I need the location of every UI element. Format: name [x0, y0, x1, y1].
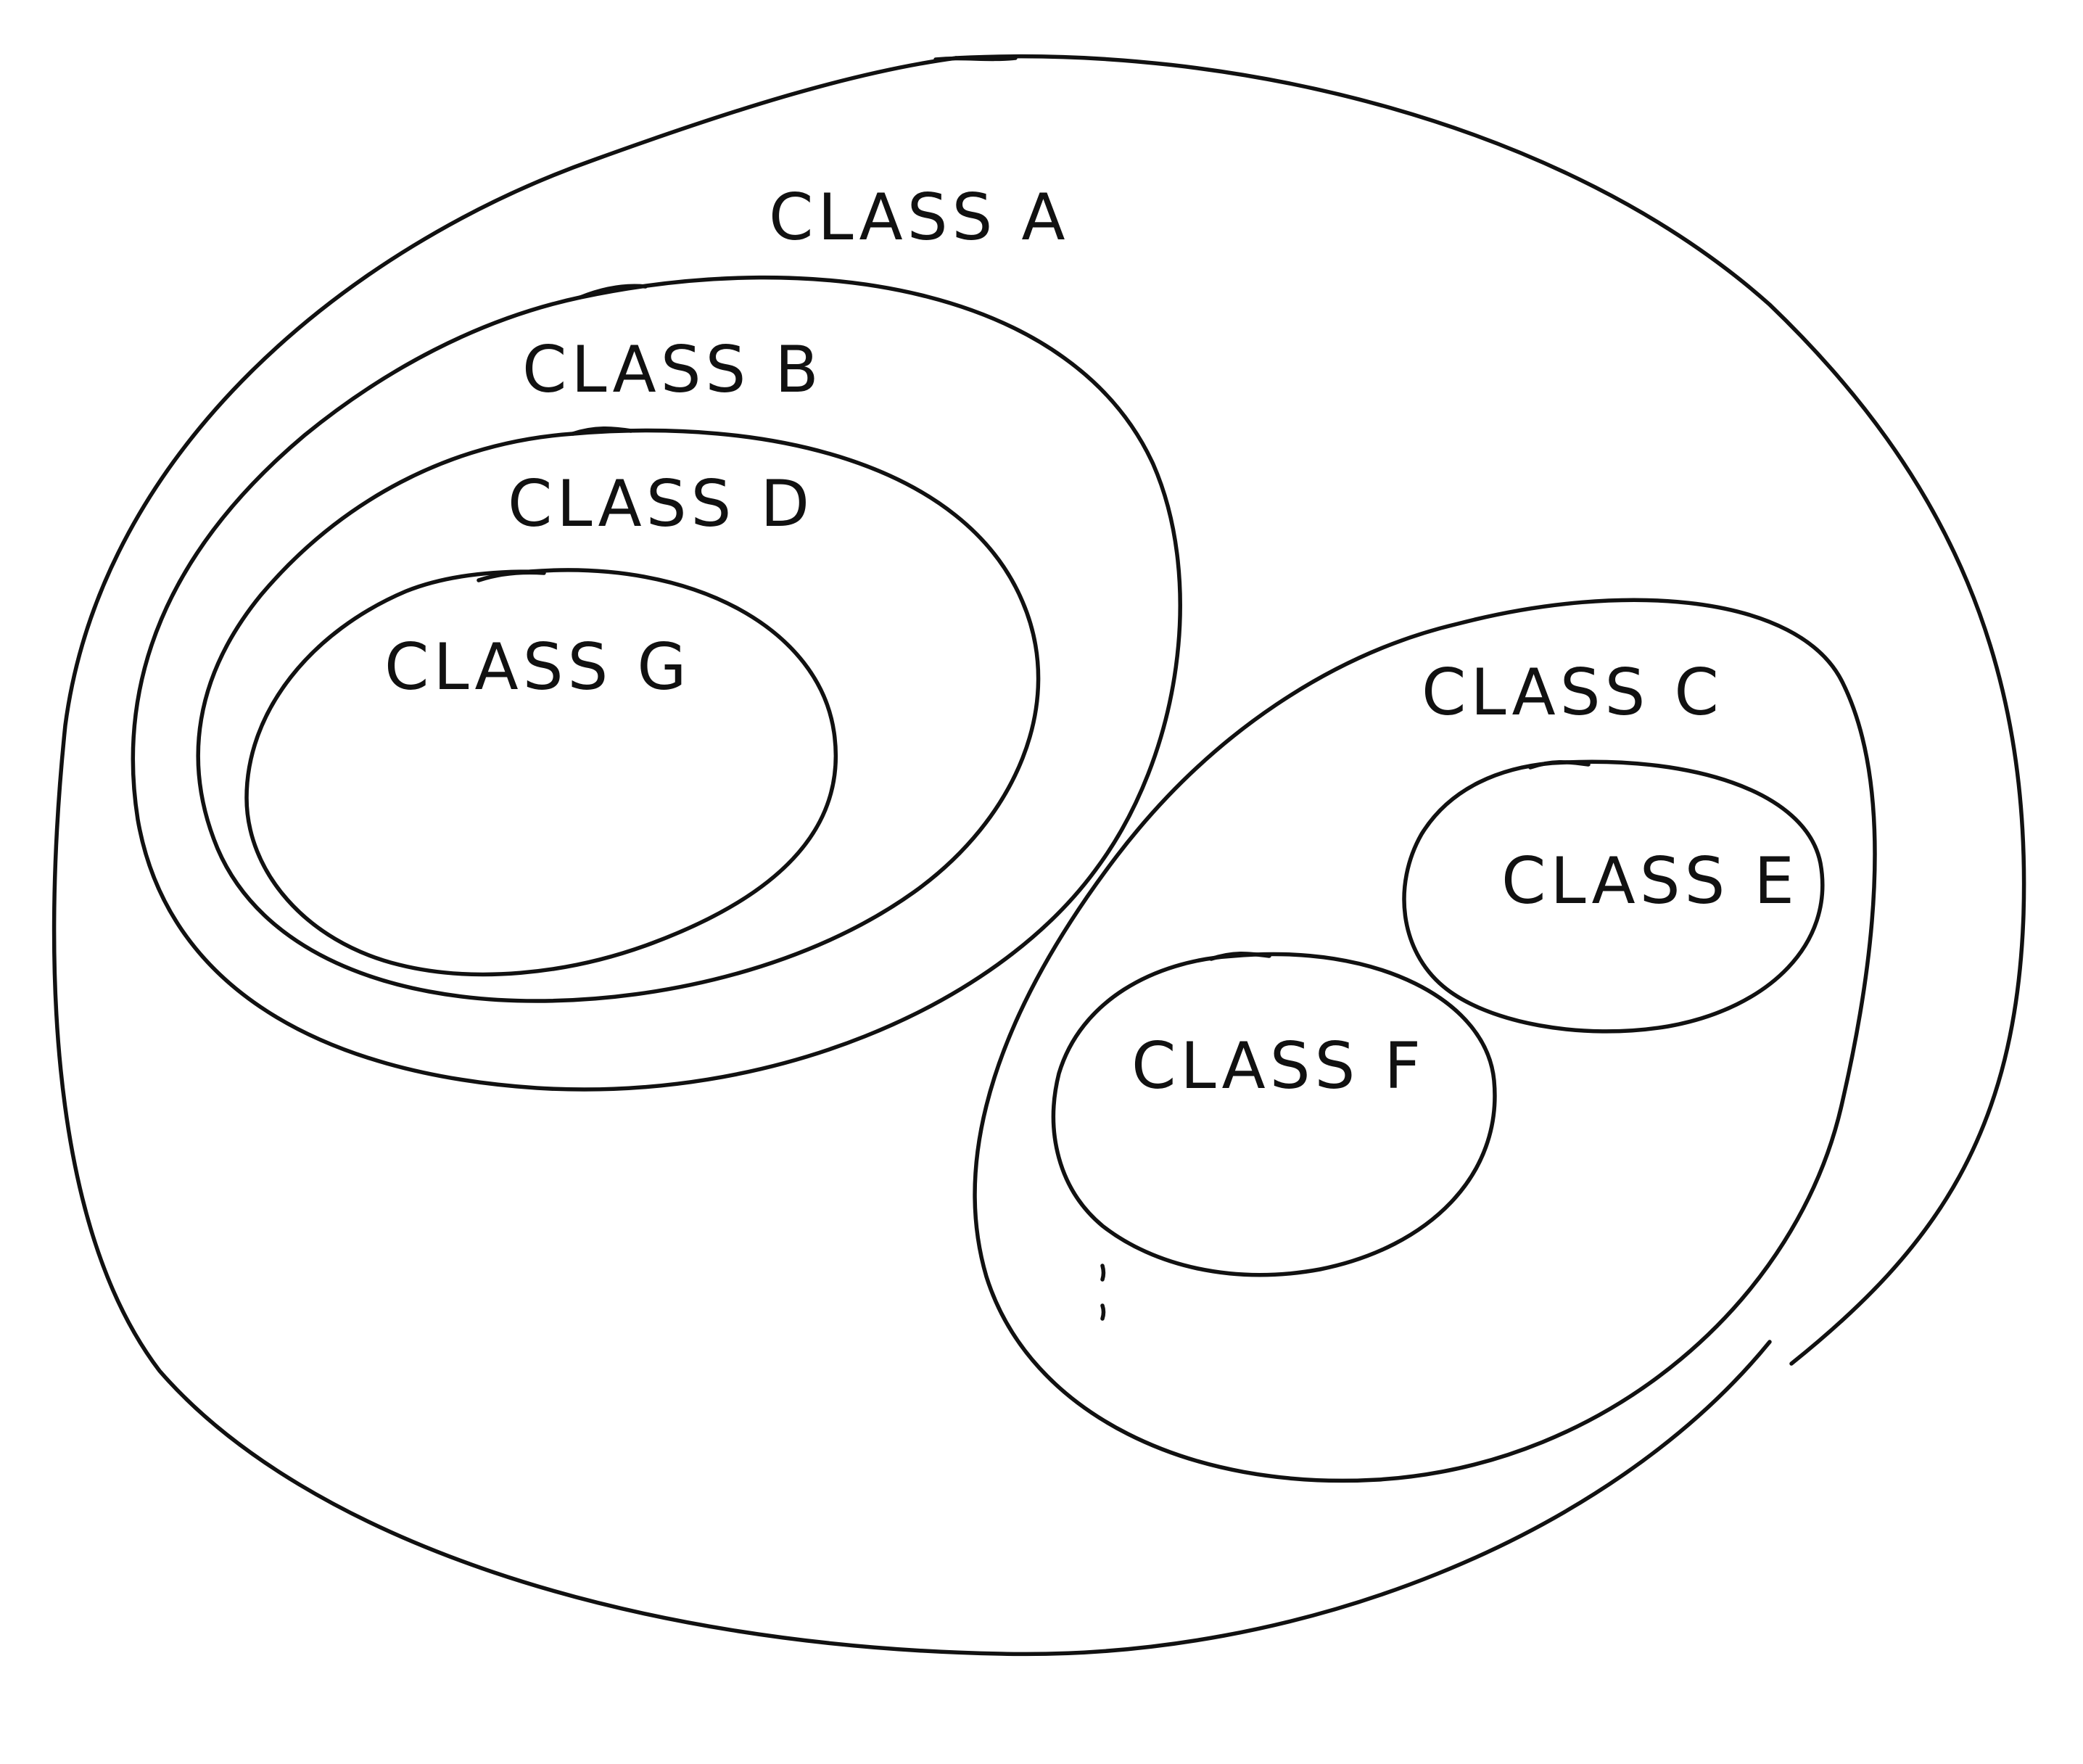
class-d-boundary [196, 428, 1041, 1003]
class-e-boundary [1528, 760, 1591, 770]
class-g-boundary [477, 570, 546, 582]
class-e-boundary [1402, 759, 1825, 1034]
class-d-boundary [571, 426, 633, 436]
class-c-label: CLASS C [1422, 655, 1723, 730]
class-d-label: CLASS D [508, 466, 814, 541]
class-g-boundary [244, 568, 838, 977]
stray-mark [1100, 1264, 1106, 1282]
class-a-label: CLASS A [769, 180, 1070, 255]
class-e-label: CLASS E [1501, 844, 1799, 918]
stray-mark [1100, 1303, 1106, 1321]
class-g-label: CLASS G [384, 630, 691, 704]
class-a-boundary [933, 56, 1018, 62]
class-b-boundary [131, 275, 1182, 1092]
class-f-boundary [1051, 952, 1497, 1277]
class-f-label: CLASS F [1131, 1029, 1425, 1103]
class-b-boundary [578, 284, 648, 300]
class-f-boundary [1209, 952, 1271, 961]
class-b-label: CLASS B [522, 332, 823, 407]
class-c-boundary [973, 598, 1877, 1483]
class-a-boundary [51, 56, 1772, 1657]
class-a-boundary [954, 54, 2026, 1366]
